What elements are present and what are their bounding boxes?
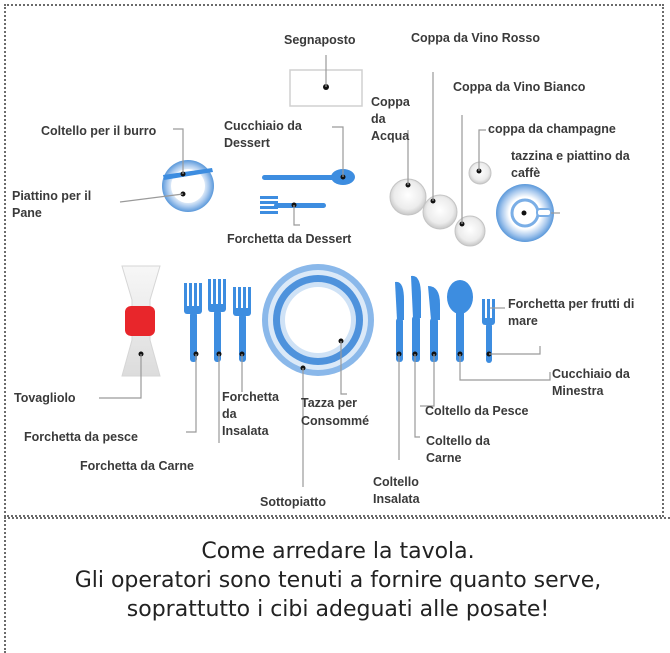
seafood-fork bbox=[482, 299, 541, 363]
label-coltello-carne-2: Carne bbox=[426, 451, 461, 465]
label-coltello-insalata-2: Insalata bbox=[373, 492, 421, 506]
label-tazza-2: Consommé bbox=[301, 414, 369, 428]
napkin bbox=[99, 265, 161, 399]
label-coppa-vino-rosso: Coppa da Vino Rosso bbox=[411, 31, 540, 45]
label-cucchiaio-dessert-1: Cucchiaio da bbox=[224, 119, 303, 133]
place-card bbox=[289, 55, 363, 107]
label-cucchiaio-minestra-2: Minestra bbox=[552, 384, 604, 398]
label-piattino-pane-2: Pane bbox=[12, 206, 42, 220]
label-coppa-acqua-3: Acqua bbox=[371, 129, 410, 143]
meat-fork bbox=[208, 279, 226, 443]
water-glass bbox=[389, 130, 427, 216]
label-forchetta-frutti-2: mare bbox=[508, 314, 538, 328]
white-wine-glass bbox=[454, 115, 486, 247]
label-tazzina-1: tazzina e piattino da bbox=[511, 149, 631, 163]
red-wine-glass bbox=[422, 72, 458, 230]
label-tazzina-2: caffè bbox=[511, 166, 540, 180]
caption-line-2: Gli operatori sono tenuti a fornire quan… bbox=[74, 568, 602, 593]
label-coltello-pesce: Coltello da Pesce bbox=[425, 404, 529, 418]
label-forchetta-insalata-2: da bbox=[222, 407, 238, 421]
label-forchetta-insalata-1: Forchetta bbox=[222, 390, 280, 404]
label-coppa-acqua-2: da bbox=[371, 112, 387, 126]
label-forchetta-frutti-1: Forchetta per frutti di bbox=[508, 297, 634, 311]
coffee-cup-saucer bbox=[496, 184, 560, 242]
label-coppa-champagne: coppa da champagne bbox=[488, 122, 616, 136]
label-tovagliolo: Tovagliolo bbox=[14, 391, 76, 405]
label-piattino-pane-1: Piattino per il bbox=[12, 189, 91, 203]
label-segnaposto: Segnaposto bbox=[284, 33, 356, 47]
charger-plate bbox=[262, 264, 374, 487]
label-coltello-insalata-1: Coltello bbox=[373, 475, 419, 489]
bread-plate bbox=[119, 128, 214, 212]
label-coltello-burro: Coltello per il burro bbox=[41, 124, 157, 138]
label-sottopiatto: Sottopiatto bbox=[260, 495, 326, 509]
label-coppa-acqua-1: Coppa bbox=[371, 95, 411, 109]
fish-fork bbox=[184, 283, 202, 433]
diagram-frame bbox=[4, 4, 664, 517]
label-tazza-1: Tazza per bbox=[301, 396, 357, 410]
caption-line-1: Come arredare la tavola. bbox=[201, 539, 475, 564]
label-forchetta-pesce: Forchetta da pesce bbox=[24, 430, 138, 444]
label-cucchiaio-minestra-1: Cucchiaio da bbox=[552, 367, 631, 381]
caption-line-3: soprattutto i cibi adeguati alle posate! bbox=[126, 597, 550, 622]
salad-fork bbox=[233, 287, 251, 392]
soup-spoon bbox=[447, 280, 551, 381]
table-setting-diagram: Segnaposto Coppa da Vino Rosso Coppa da … bbox=[12, 31, 634, 509]
label-coltello-carne-1: Coltello da bbox=[426, 434, 491, 448]
label-forchetta-dessert: Forchetta da Dessert bbox=[227, 232, 352, 246]
fish-knife bbox=[420, 286, 440, 407]
salad-knife bbox=[395, 281, 404, 460]
label-forchetta-carne: Forchetta da Carne bbox=[80, 459, 194, 473]
caption: Come arredare la tavola. Gli operatori s… bbox=[4, 517, 670, 653]
champagne-glass bbox=[468, 129, 492, 185]
label-coppa-vino-bianco: Coppa da Vino Bianco bbox=[453, 80, 586, 94]
label-forchetta-insalata-3: Insalata bbox=[222, 424, 270, 438]
label-cucchiaio-dessert-2: Dessert bbox=[224, 136, 271, 150]
meat-knife bbox=[411, 275, 421, 438]
dessert-utensils bbox=[260, 126, 355, 226]
